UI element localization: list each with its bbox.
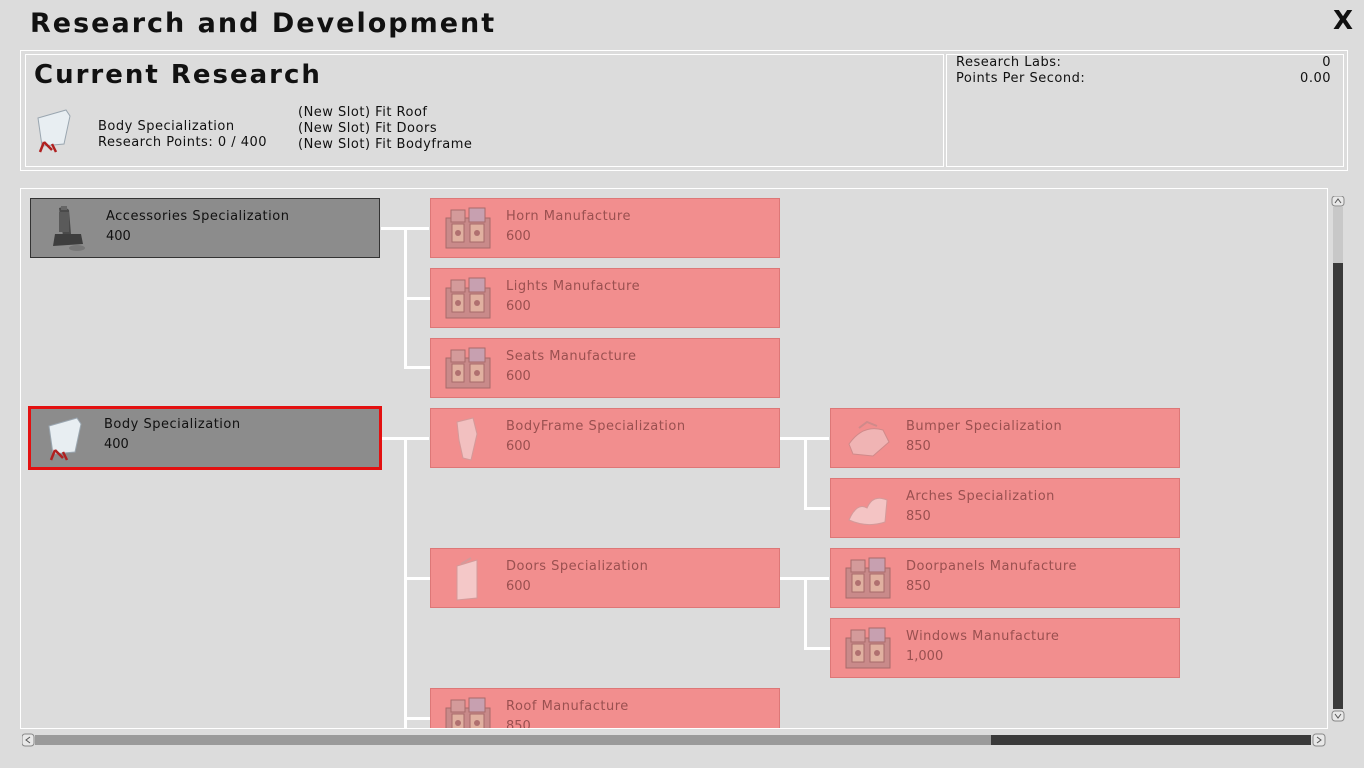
research-node-lights-manufacture[interactable]: Lights Manufacture 600 (430, 268, 780, 328)
arches-icon (848, 497, 888, 526)
points-per-second-label: Points Per Second: (956, 71, 1086, 86)
body-panel-icon (47, 416, 83, 462)
body-panel-icon (36, 108, 72, 154)
research-node-roof-manufacture[interactable]: Roof Manufacture 850 (430, 688, 780, 729)
vertical-scrollbar[interactable] (1331, 196, 1345, 722)
node-cost: 600 (506, 229, 531, 244)
connector-line (404, 437, 407, 728)
bumper-icon (848, 421, 890, 457)
bodyframe-icon (456, 417, 478, 461)
node-name: Doors Specialization (506, 559, 649, 574)
node-cost: 850 (906, 509, 931, 524)
scroll-left-arrow-icon[interactable] (22, 733, 35, 747)
door-icon (456, 557, 478, 601)
factory-machine-icon (445, 697, 491, 728)
node-cost: 600 (506, 439, 531, 454)
connector-line (404, 366, 430, 369)
research-node-windows-manufacture[interactable]: Windows Manufacture 1,000 (830, 618, 1180, 678)
research-labs-value: 0 (1322, 55, 1331, 70)
node-name: Seats Manufacture (506, 349, 637, 364)
connector-line (804, 437, 807, 509)
research-node-seats-manufacture[interactable]: Seats Manufacture 600 (430, 338, 780, 398)
node-name: Arches Specialization (906, 489, 1055, 504)
node-cost: 600 (506, 579, 531, 594)
node-name: Roof Manufacture (506, 699, 629, 714)
current-research-box (25, 54, 944, 167)
node-name: BodyFrame Specialization (506, 419, 686, 434)
node-cost: 850 (906, 579, 931, 594)
current-research-heading: Current Research (34, 60, 322, 90)
unlock-item: (New Slot) Fit Bodyframe (298, 137, 473, 152)
connector-line (804, 507, 830, 510)
node-name: Doorpanels Manufacture (906, 559, 1077, 574)
node-name: Lights Manufacture (506, 279, 641, 294)
horizontal-scroll-track (35, 735, 991, 745)
scroll-down-arrow-icon[interactable] (1331, 710, 1345, 722)
research-node-bodyframe-specialization[interactable]: BodyFrame Specialization 600 (430, 408, 780, 468)
factory-machine-icon (445, 347, 491, 389)
window-title: Research and Development (30, 8, 497, 39)
factory-machine-icon (845, 627, 891, 669)
factory-machine-icon (845, 557, 891, 599)
research-node-doors-specialization[interactable]: Doors Specialization 600 (430, 548, 780, 608)
research-node-doorpanels-manufacture[interactable]: Doorpanels Manufacture 850 (830, 548, 1180, 608)
node-name: Body Specialization (104, 417, 241, 432)
node-cost: 600 (506, 369, 531, 384)
horizontal-scrollbar[interactable] (22, 733, 1326, 747)
current-research-panel (20, 50, 1348, 171)
current-research-name: Body Specialization (98, 119, 235, 134)
node-name: Horn Manufacture (506, 209, 631, 224)
node-cost: 600 (506, 299, 531, 314)
car-seat-icon (53, 206, 85, 251)
vertical-scroll-thumb[interactable] (1333, 263, 1343, 709)
connector-line (404, 577, 430, 580)
points-per-second-value: 0.00 (1300, 71, 1331, 86)
node-name: Accessories Specialization (106, 209, 290, 224)
factory-machine-icon (445, 277, 491, 319)
node-name: Windows Manufacture (906, 629, 1060, 644)
research-node-accessories-specialization[interactable]: Accessories Specialization 400 (30, 198, 380, 258)
research-node-bumper-specialization[interactable]: Bumper Specialization 850 (830, 408, 1180, 468)
research-stats-box (946, 54, 1344, 167)
current-research-points: Research Points: 0 / 400 (98, 135, 268, 150)
connector-line (404, 297, 430, 300)
connector-line (804, 577, 807, 649)
research-node-horn-manufacture[interactable]: Horn Manufacture 600 (430, 198, 780, 258)
scroll-right-arrow-icon[interactable] (1312, 733, 1326, 747)
scroll-up-arrow-icon[interactable] (1331, 196, 1345, 207)
node-name: Bumper Specialization (906, 419, 1063, 434)
connector-line (804, 647, 830, 650)
research-tree[interactable]: Accessories Specialization 400 Body Spec… (20, 188, 1328, 729)
unlock-item: (New Slot) Fit Doors (298, 121, 438, 136)
connector-line (404, 717, 430, 720)
close-button[interactable]: X (1333, 6, 1354, 36)
vertical-scroll-track-top (1333, 207, 1343, 263)
factory-machine-icon (445, 207, 491, 249)
research-node-arches-specialization[interactable]: Arches Specialization 850 (830, 478, 1180, 538)
node-cost: 850 (906, 439, 931, 454)
research-labs-label: Research Labs: (956, 55, 1062, 70)
node-cost: 400 (106, 229, 131, 244)
research-node-body-specialization[interactable]: Body Specialization 400 (28, 406, 382, 470)
node-cost: 400 (104, 437, 129, 452)
unlock-item: (New Slot) Fit Roof (298, 105, 428, 120)
horizontal-scroll-thumb[interactable] (991, 735, 1311, 745)
node-cost: 850 (506, 719, 531, 729)
node-cost: 1,000 (906, 649, 944, 664)
